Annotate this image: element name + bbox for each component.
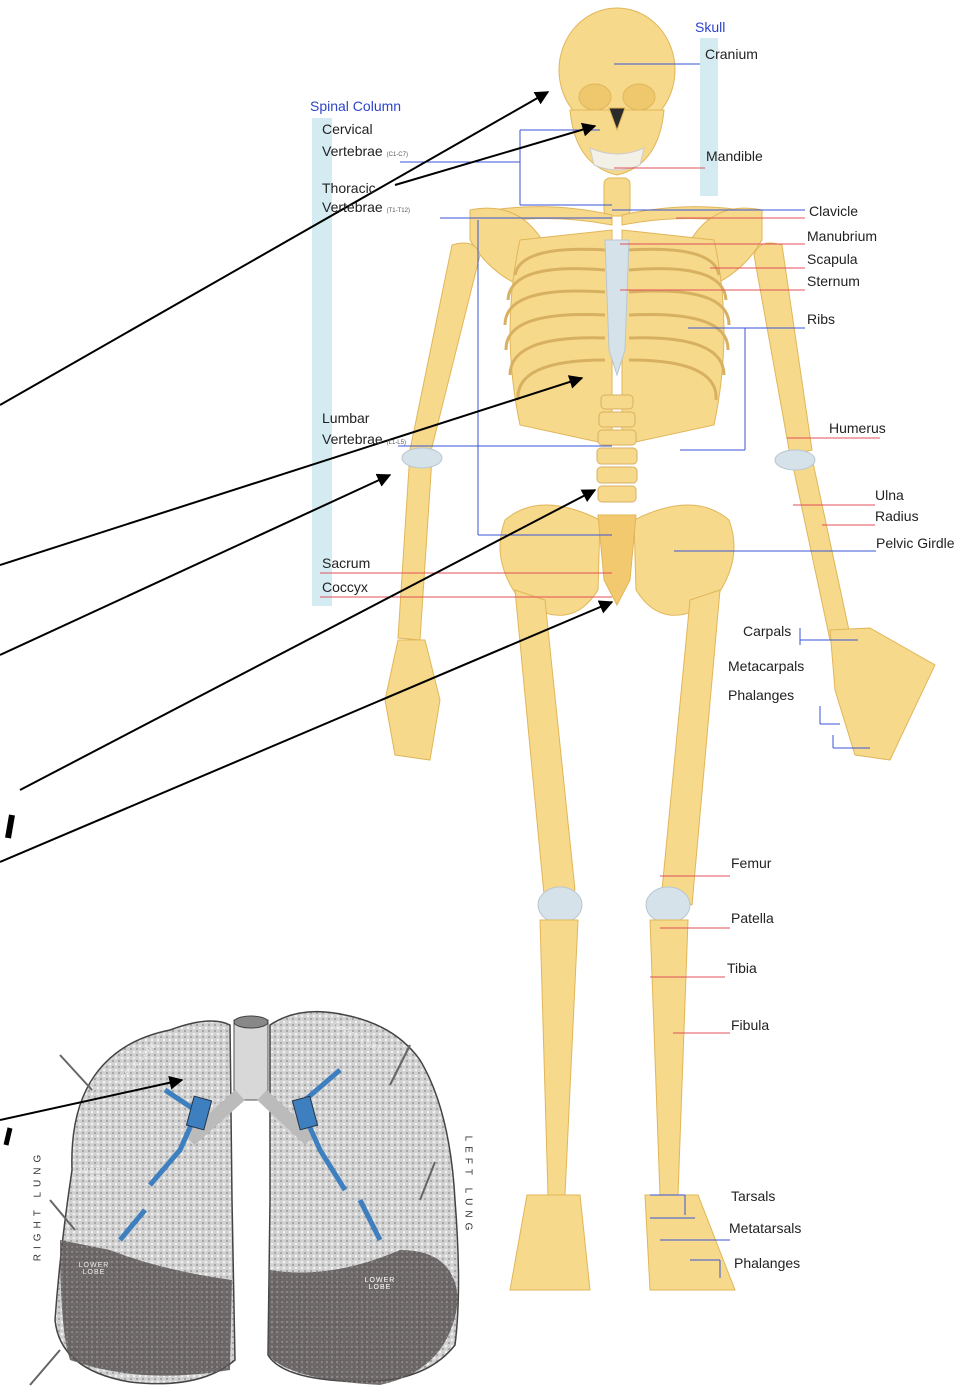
hand-left xyxy=(385,640,440,760)
lower-lobe-left-label: LOWER LOBE xyxy=(358,1277,402,1291)
fibula-label: Fibula xyxy=(731,1017,769,1033)
lumbar-vertebrae-label: Vertebrae (L1-L5) xyxy=(322,431,406,451)
arrow-to-spine xyxy=(20,490,595,790)
humerus-left xyxy=(410,243,480,455)
tick-mark xyxy=(6,1128,10,1145)
tibia-right xyxy=(650,920,688,1195)
arrow-to-ribcage xyxy=(0,378,582,565)
sternum-label: Sternum xyxy=(807,273,860,289)
pelvis-left xyxy=(500,505,600,615)
clavicle-label: Clavicle xyxy=(809,203,858,219)
femur-left xyxy=(515,590,575,905)
ribs-label: Ribs xyxy=(807,311,835,327)
thoracic-vertebrae-label: Vertebrae (T1-T12) xyxy=(322,199,410,219)
forearm-right xyxy=(790,452,850,640)
skull-group-label: Skull xyxy=(695,19,725,35)
skeleton-figure xyxy=(385,8,935,1290)
pelvic-girdle-label: Pelvic Girdle xyxy=(876,535,955,551)
tarsals-label: Tarsals xyxy=(731,1188,775,1204)
patella-label: Patella xyxy=(731,910,774,926)
tibia-left xyxy=(540,920,578,1195)
arrow-to-nasal xyxy=(395,126,595,185)
lungs-illustration xyxy=(30,1012,459,1385)
metacarpals-label: Metacarpals xyxy=(728,658,804,674)
trachea xyxy=(234,1020,268,1100)
left-lung-label: LEFT LUNG xyxy=(462,1136,473,1236)
lower-lobe-right-label: LOWER LOBE xyxy=(74,1262,114,1276)
humerus-right xyxy=(754,243,812,455)
spinal-column-label: Spinal Column xyxy=(310,98,401,114)
right-lung-label: RIGHT LUNG xyxy=(32,1150,43,1262)
cervical-vertebrae-label: Vertebrae (C1-C7) xyxy=(322,143,408,163)
mandible-label: Mandible xyxy=(706,148,763,164)
hand-right xyxy=(830,628,935,760)
phalanges-foot-label: Phalanges xyxy=(734,1255,800,1271)
cervical-label: Cervical xyxy=(322,121,373,137)
carpals-label: Carpals xyxy=(743,623,791,639)
manubrium-label: Manubrium xyxy=(807,228,877,244)
coccyx-label: Coccyx xyxy=(322,579,368,595)
cranium-label: Cranium xyxy=(705,46,758,62)
middle-lobe-label: MIDDLE LOBE xyxy=(78,1168,114,1182)
foot-left xyxy=(510,1195,590,1290)
tick-mark xyxy=(8,815,12,838)
humerus-label: Humerus xyxy=(829,420,886,436)
scapula-label: Scapula xyxy=(807,251,858,267)
ulna-label: Ulna xyxy=(875,487,904,503)
tibia-label: Tibia xyxy=(727,960,757,976)
metatarsals-label: Metatarsals xyxy=(729,1220,801,1236)
lumbar-label: Lumbar xyxy=(322,410,369,426)
radius-label: Radius xyxy=(875,508,919,524)
foot-right xyxy=(645,1195,735,1290)
phalanges-hand-label: Phalanges xyxy=(728,687,794,703)
thoracic-label: Thoracic xyxy=(322,180,376,196)
femur-label: Femur xyxy=(731,855,771,871)
sacrum-label: Sacrum xyxy=(322,555,370,571)
femur-right xyxy=(662,590,720,905)
sacrum-bone xyxy=(598,515,636,605)
forearm-left xyxy=(398,452,432,640)
